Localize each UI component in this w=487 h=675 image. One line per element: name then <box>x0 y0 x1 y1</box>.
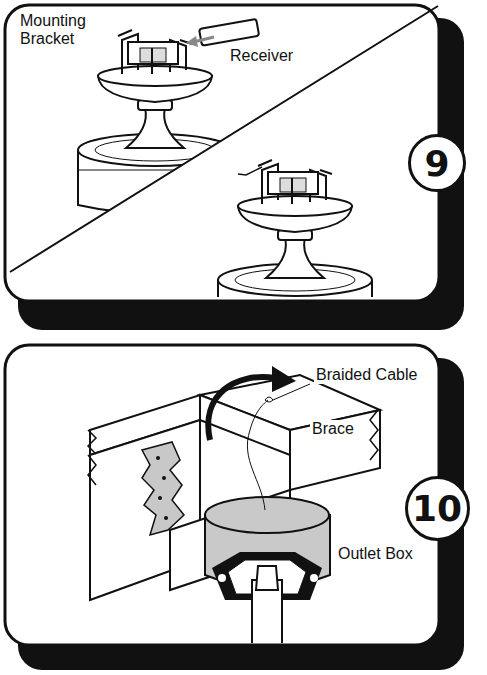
step-number: 10 <box>405 476 470 541</box>
step-number-text: 9 <box>424 143 449 184</box>
part-label: Receiver <box>228 47 295 65</box>
part-label: Brace <box>310 420 356 438</box>
part-label: Braided Cable <box>314 366 419 384</box>
part-label: Mounting Bracket <box>18 12 104 47</box>
step-number: 9 <box>408 134 466 192</box>
part-label: Outlet Box <box>336 545 415 563</box>
step-number-text: 10 <box>412 488 462 529</box>
